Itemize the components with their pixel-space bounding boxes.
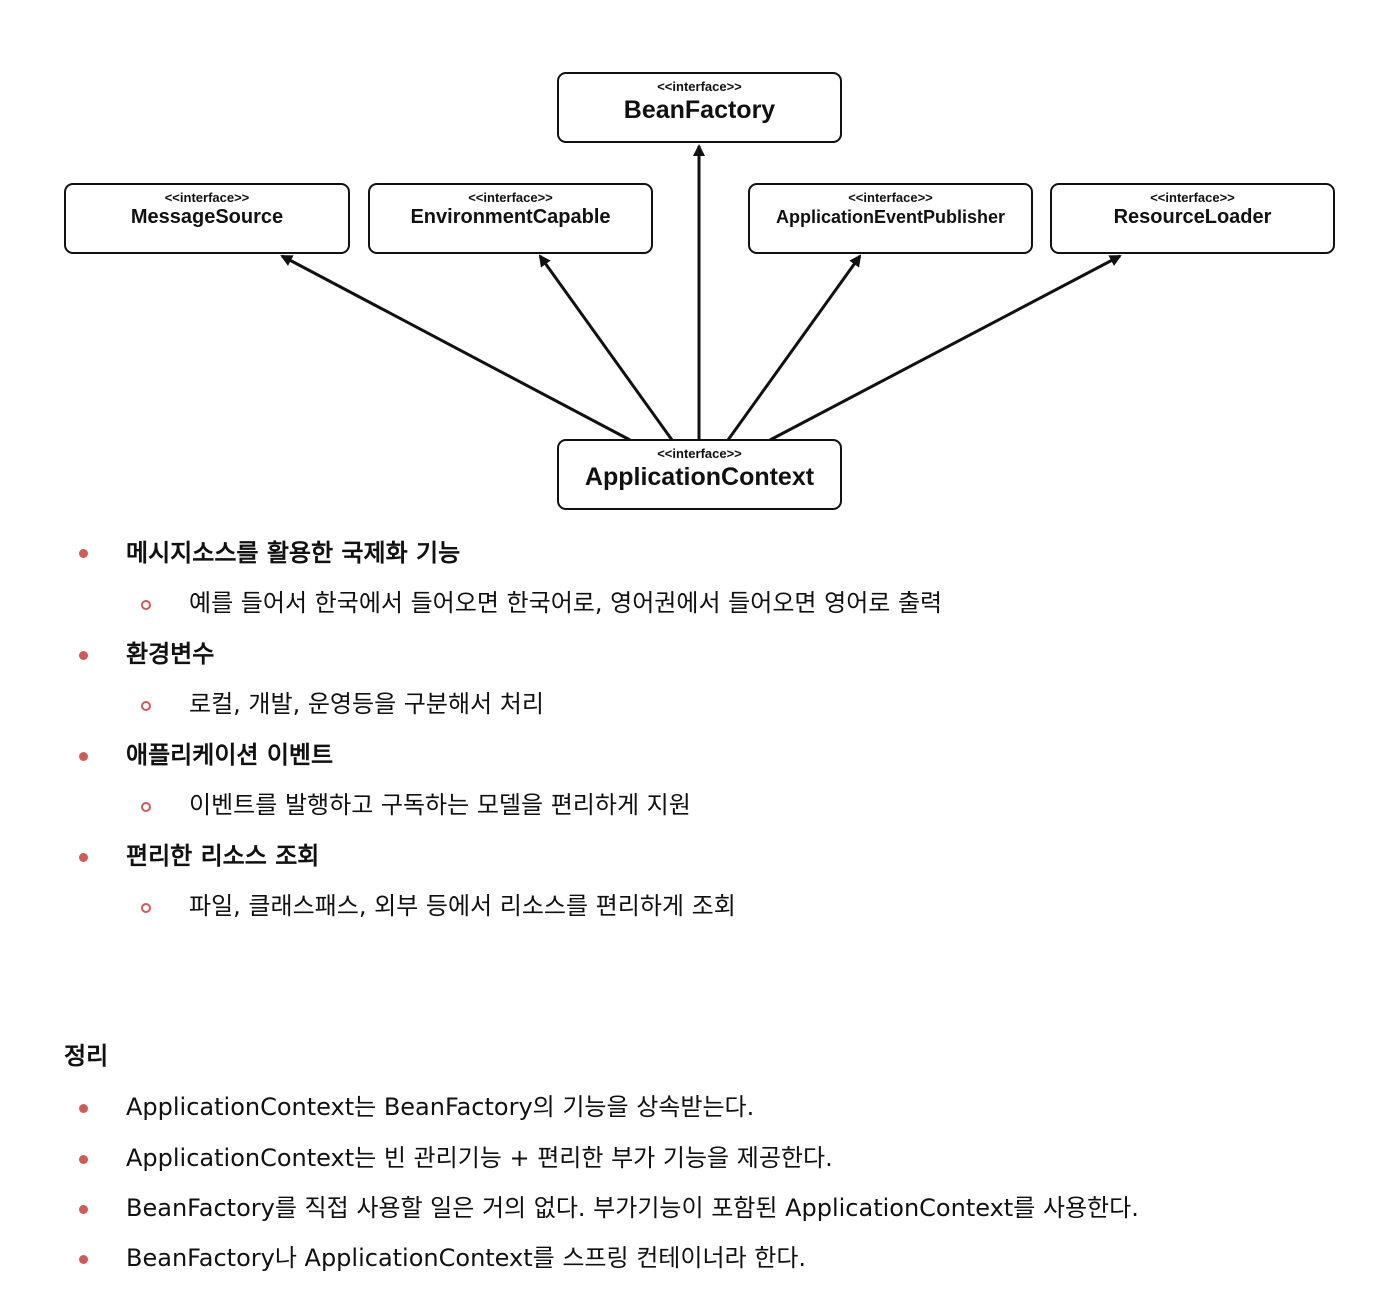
summary-item: BeanFactory를 직접 사용할 일은 거의 없다. 부가기능이 포함된 … bbox=[126, 1194, 1139, 1222]
stereotype-label: <<interface>> bbox=[468, 190, 553, 205]
summary-item: ApplicationContext는 BeanFactory의 기능을 상속받… bbox=[126, 1093, 755, 1121]
resourceloader-box: <<interface>> ResourceLoader bbox=[1050, 183, 1335, 254]
sub-bullet bbox=[141, 802, 151, 812]
bullet bbox=[79, 651, 88, 660]
messagesource-box: <<interface>> MessageSource bbox=[64, 183, 350, 254]
bullet bbox=[79, 1255, 88, 1264]
arrow-to-messagesource bbox=[280, 254, 631, 442]
stereotype-label: <<interface>> bbox=[164, 190, 250, 205]
feature-title: 편리한 리소스 조회 bbox=[126, 842, 320, 870]
stereotype-label: <<interface>> bbox=[1150, 190, 1235, 205]
box-title: ResourceLoader bbox=[1113, 206, 1272, 228]
applicationcontext-box: <<interface>> ApplicationContext bbox=[557, 439, 842, 510]
box-title: BeanFactory bbox=[623, 96, 776, 124]
box-title: EnvironmentCapable bbox=[410, 206, 611, 228]
beanfactory-box: <<interface>> BeanFactory bbox=[557, 72, 842, 143]
feature-detail: 예를 들어서 한국에서 들어오면 한국어로, 영어권에서 들어오면 영어로 출력 bbox=[189, 589, 943, 617]
arrow-to-environmentcapable bbox=[538, 254, 674, 441]
bullet bbox=[79, 549, 88, 558]
feature-title: 환경변수 bbox=[126, 640, 215, 668]
inheritance-arrows bbox=[280, 144, 1122, 442]
sub-bullet bbox=[141, 903, 151, 913]
sub-bullet bbox=[141, 600, 151, 610]
class-diagram: <<interface>> BeanFactory <<interface>> … bbox=[0, 0, 1380, 520]
bullet bbox=[79, 853, 88, 862]
stereotype-label: <<interface>> bbox=[657, 446, 742, 461]
arrow-to-resourceloader bbox=[769, 254, 1122, 442]
summary-item: BeanFactory나 ApplicationContext를 스프링 컨테이… bbox=[126, 1244, 807, 1272]
bullet bbox=[79, 752, 88, 761]
stereotype-label: <<interface>> bbox=[657, 79, 742, 94]
box-title: MessageSource bbox=[130, 206, 284, 228]
bullet bbox=[79, 1155, 88, 1164]
feature-detail: 로컬, 개발, 운영등을 구분해서 처리 bbox=[189, 690, 544, 718]
environmentcapable-box: <<interface>> EnvironmentCapable bbox=[368, 183, 653, 254]
feature-title: 메시지소스를 활용한 국제화 기능 bbox=[126, 539, 461, 567]
arrow-to-applicationeventpublisher bbox=[726, 254, 862, 441]
stereotype-label: <<interface>> bbox=[848, 190, 933, 205]
sub-bullet bbox=[141, 701, 151, 711]
applicationeventpublisher-box: <<interface>> ApplicationEventPublisher bbox=[748, 183, 1033, 254]
bullet bbox=[79, 1104, 88, 1113]
summary-heading: 정리 bbox=[64, 1042, 109, 1070]
box-title: ApplicationContext bbox=[584, 463, 815, 491]
summary-item: ApplicationContext는 빈 관리기능 + 편리한 부가 기능을 … bbox=[126, 1144, 833, 1172]
box-title: ApplicationEventPublisher bbox=[775, 207, 1006, 227]
feature-title: 애플리케이션 이벤트 bbox=[126, 741, 334, 769]
feature-detail: 파일, 클래스패스, 외부 등에서 리소스를 편리하게 조회 bbox=[189, 892, 736, 920]
feature-detail: 이벤트를 발행하고 구독하는 모델을 편리하게 지원 bbox=[189, 791, 691, 819]
bullet bbox=[79, 1205, 88, 1214]
